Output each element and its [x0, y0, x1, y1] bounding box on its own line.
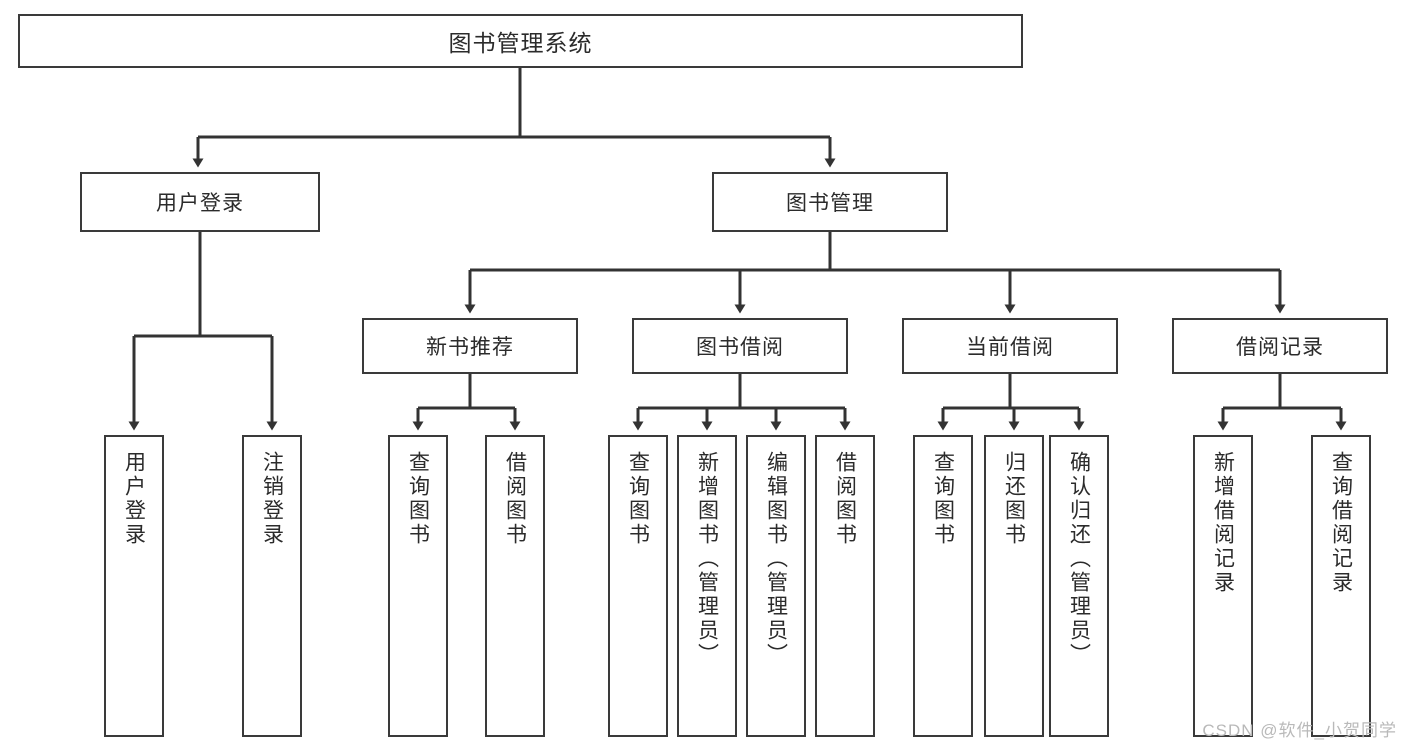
node-book-management[interactable]: 图书管理 — [712, 172, 948, 232]
node-book-borrow[interactable]: 图书借阅 — [632, 318, 848, 374]
leaf-node[interactable]: 用户登录 — [104, 435, 164, 737]
node-new-book-recommend-label: 新书推荐 — [426, 336, 514, 359]
leaf-node-label: 查询图书 — [931, 451, 955, 547]
node-current-borrow[interactable]: 当前借阅 — [902, 318, 1118, 374]
leaf-node[interactable]: 新增图书（管理员） — [677, 435, 737, 737]
leaf-node-label: 编辑图书（管理员） — [764, 451, 788, 667]
node-borrow-record-label: 借阅记录 — [1236, 336, 1324, 359]
leaf-node-label: 新增图书（管理员） — [695, 451, 719, 667]
node-user-login[interactable]: 用户登录 — [80, 172, 320, 232]
csdn-watermark: CSDN @软件_小贺同学 — [1202, 721, 1397, 740]
leaf-node-label: 查询借阅记录 — [1329, 451, 1353, 595]
node-root[interactable]: 图书管理系统 — [18, 14, 1023, 68]
leaf-node[interactable]: 确认归还（管理员） — [1049, 435, 1109, 737]
leaf-node[interactable]: 借阅图书 — [815, 435, 875, 737]
leaf-node-label: 用户登录 — [122, 451, 146, 547]
node-borrow-record[interactable]: 借阅记录 — [1172, 318, 1388, 374]
leaf-node-label: 归还图书 — [1002, 451, 1026, 547]
leaf-node-label: 借阅图书 — [833, 451, 857, 547]
leaf-node[interactable]: 归还图书 — [984, 435, 1044, 737]
leaf-node[interactable]: 查询图书 — [608, 435, 668, 737]
node-book-management-label: 图书管理 — [786, 192, 874, 215]
node-root-label: 图书管理系统 — [448, 30, 593, 56]
node-book-borrow-label: 图书借阅 — [696, 336, 784, 359]
leaf-node[interactable]: 查询图书 — [913, 435, 973, 737]
leaf-node[interactable]: 查询图书 — [388, 435, 448, 737]
node-user-login-label: 用户登录 — [156, 192, 244, 215]
leaf-node[interactable]: 查询借阅记录 — [1311, 435, 1371, 737]
leaf-node-label: 确认归还（管理员） — [1067, 451, 1091, 667]
leaf-node-label: 查询图书 — [406, 451, 430, 547]
leaf-node[interactable]: 编辑图书（管理员） — [746, 435, 806, 737]
leaf-node-label: 查询图书 — [626, 451, 650, 547]
leaf-node[interactable]: 新增借阅记录 — [1193, 435, 1253, 737]
node-current-borrow-label: 当前借阅 — [966, 336, 1054, 359]
node-new-book-recommend[interactable]: 新书推荐 — [362, 318, 578, 374]
leaf-node-label: 注销登录 — [260, 451, 284, 547]
leaf-node[interactable]: 借阅图书 — [485, 435, 545, 737]
leaf-node[interactable]: 注销登录 — [242, 435, 302, 737]
leaf-node-label: 新增借阅记录 — [1211, 451, 1235, 595]
leaf-node-label: 借阅图书 — [503, 451, 527, 547]
